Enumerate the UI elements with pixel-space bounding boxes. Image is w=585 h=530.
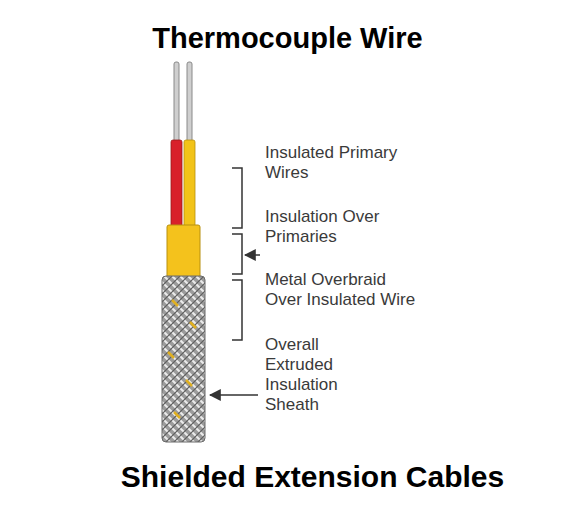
bracket (232, 234, 242, 274)
bracket (232, 168, 242, 228)
conductor (174, 62, 179, 144)
conductor (187, 62, 192, 144)
bracket (232, 280, 242, 340)
leader-arrow (245, 254, 260, 256)
metal-braid (162, 276, 205, 442)
diagram-caption: Shielded Extension Cables (40, 460, 585, 494)
red-insulation (171, 140, 182, 232)
yellow-insulation (184, 140, 195, 232)
part-label: Overall Extruded Insulation Sheath (265, 335, 360, 415)
diagram-title: Thermocouple Wire (0, 22, 575, 55)
braid-tracer (168, 300, 196, 418)
part-label: Insulation Over Primaries (265, 207, 425, 247)
leader-arrow (210, 394, 258, 396)
part-label: Insulated Primary Wires (265, 143, 425, 183)
part-label: Metal Overbraid Over Insulated Wire (265, 270, 425, 310)
